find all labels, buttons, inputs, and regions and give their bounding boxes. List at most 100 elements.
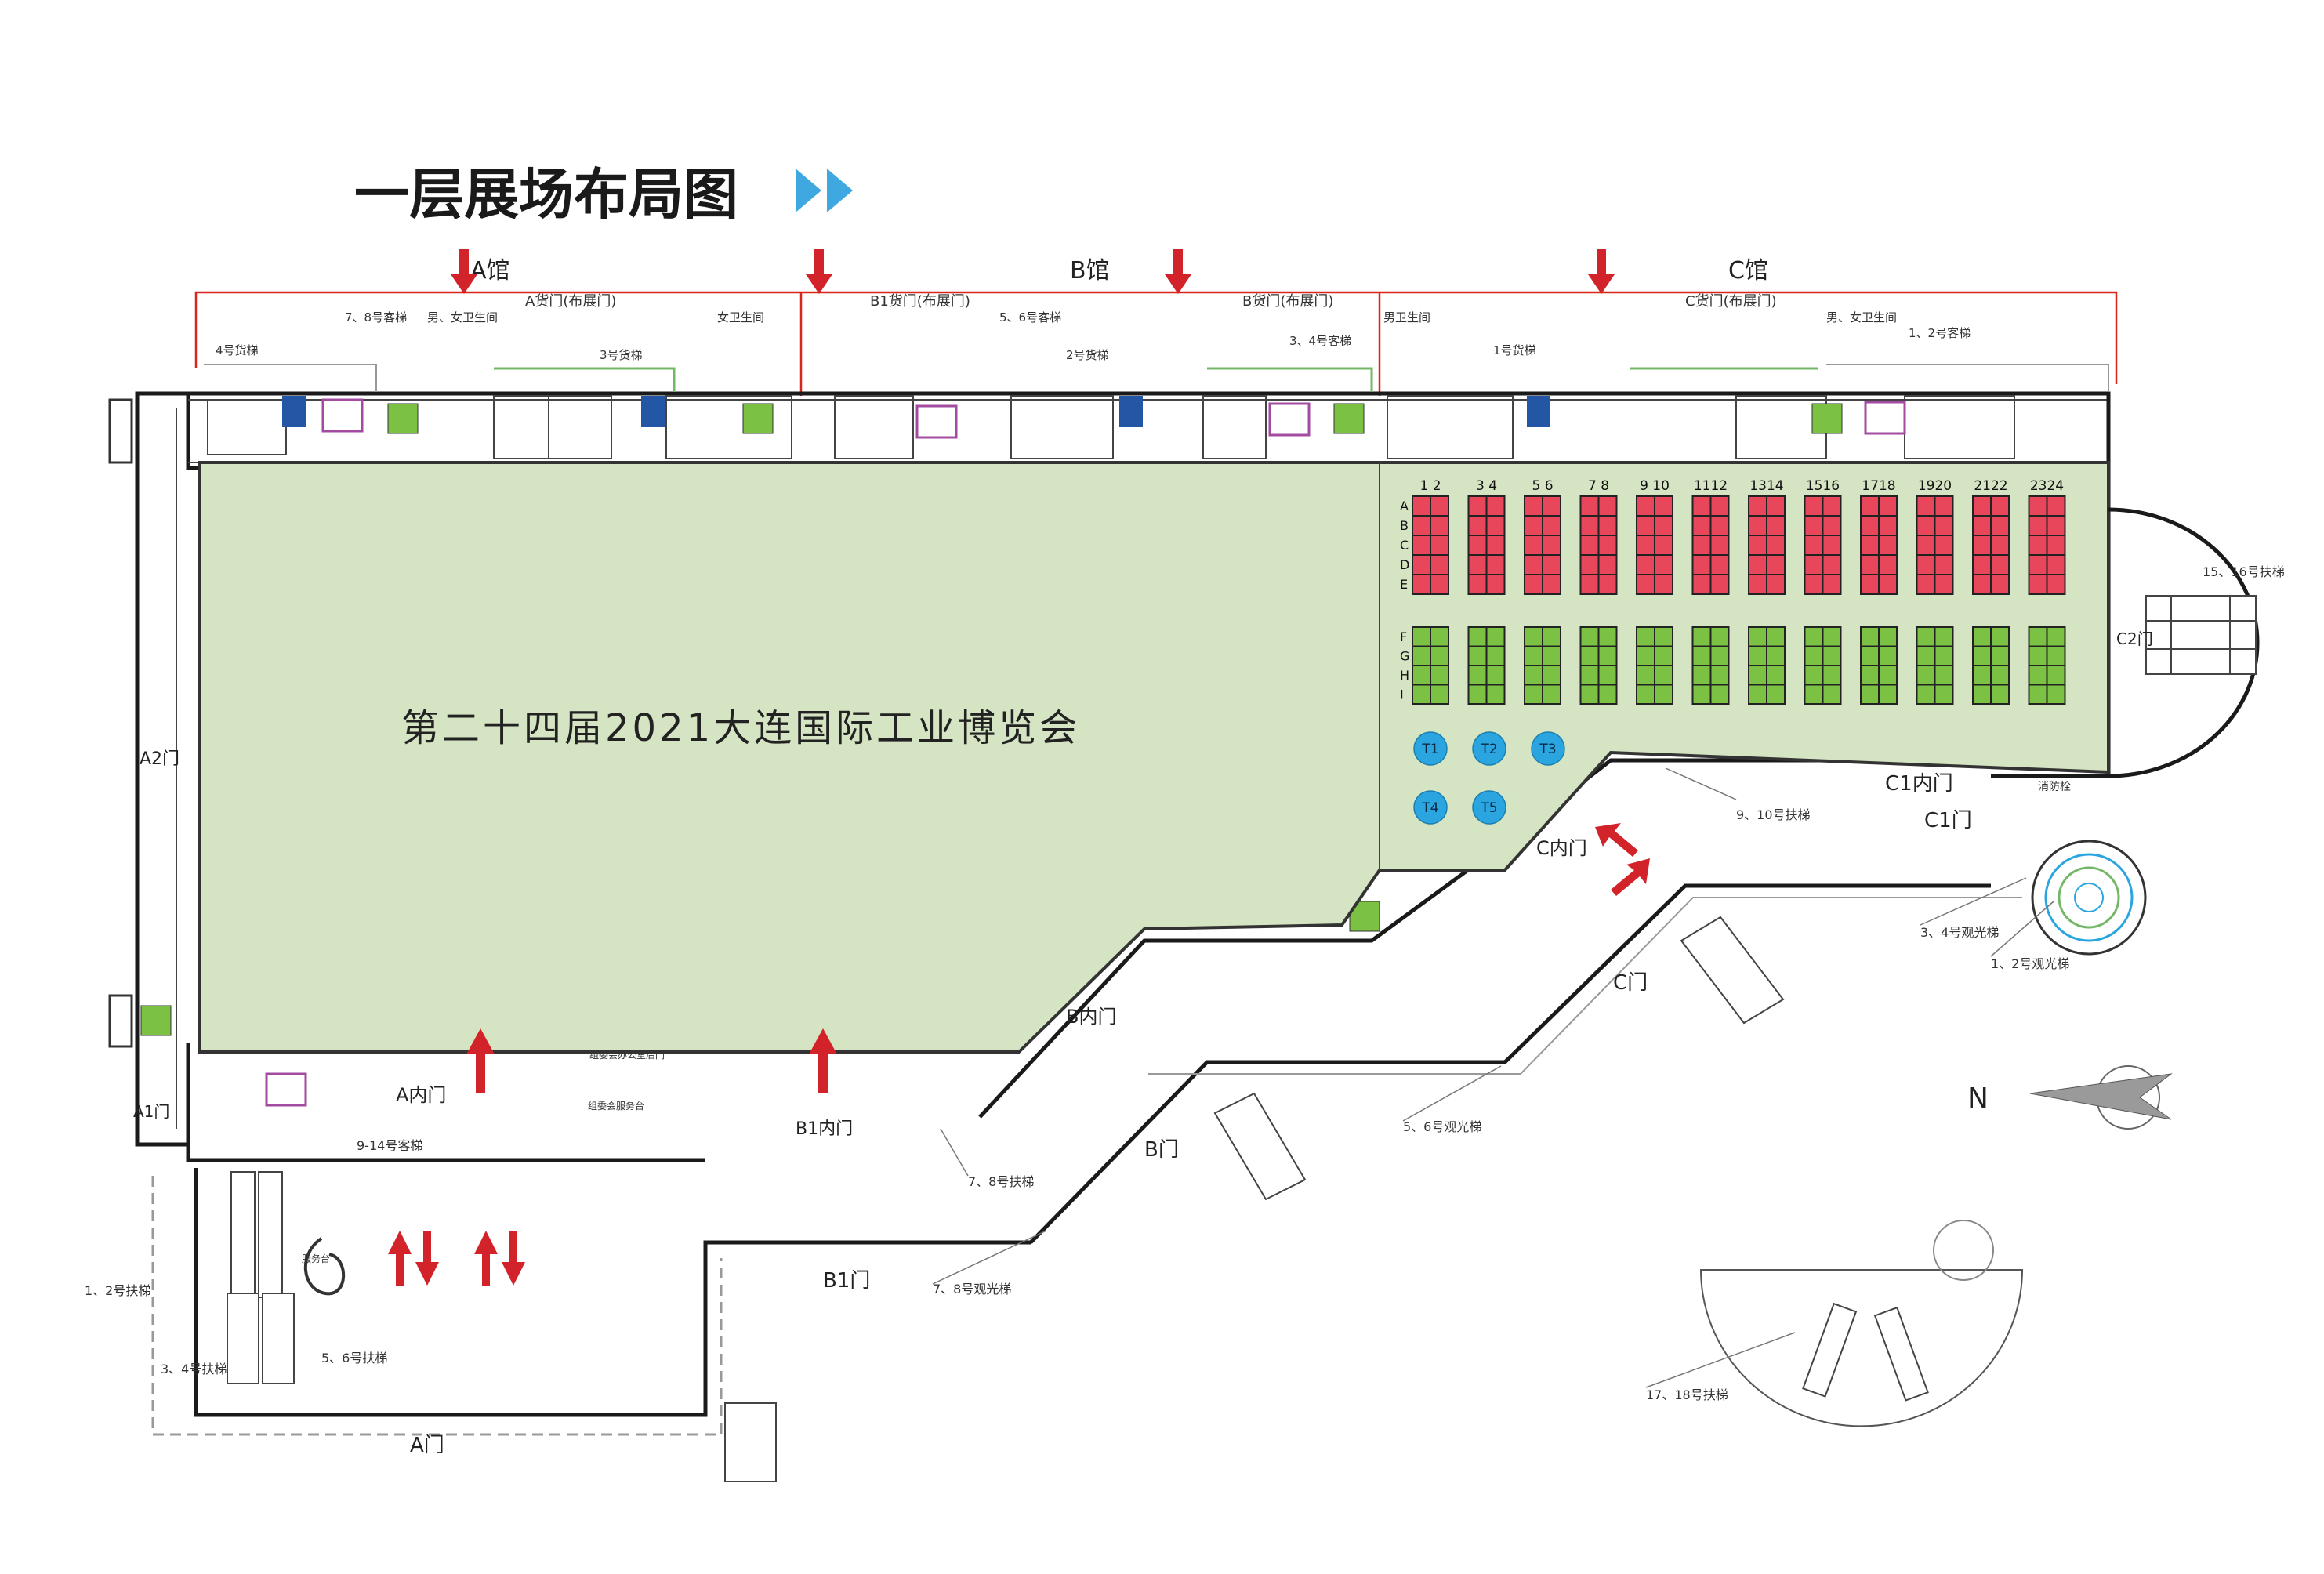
booth-column-label: 2122: [1974, 478, 2007, 494]
label-obs-56: 5、6号观光梯: [1403, 1119, 1481, 1134]
escalator-hub: [1699, 1220, 2024, 1427]
booth-row-label: D: [1400, 557, 1409, 572]
label-lift-34: 3、4号客梯: [1289, 334, 1351, 348]
round-booth-label: T3: [1539, 742, 1556, 757]
label-wc3: 男卫生间: [1383, 310, 1430, 325]
label-door-b1-inner: B1内门: [796, 1119, 853, 1139]
restroom-icon: [140, 403, 1843, 1036]
compass-label: N: [1967, 1083, 1989, 1115]
label-door-c1: C1门: [1924, 809, 1972, 832]
round-booth[interactable]: [1531, 731, 1565, 766]
label-lift-1: 1号货梯: [1493, 343, 1536, 357]
label-door-a: A门: [410, 1434, 444, 1457]
label-lift-3: 3号货梯: [600, 348, 643, 362]
round-booth-label: T5: [1480, 800, 1497, 816]
label-obs-78: 7、8号观光梯: [933, 1282, 1011, 1297]
round-booth[interactable]: [1472, 790, 1506, 825]
booth-row-label: E: [1400, 577, 1408, 592]
map-labels: A货门(布展门) B1货门(布展门) B货门(布展门) C货门(布展门) 男、女…: [85, 293, 2285, 1457]
round-booth[interactable]: [1472, 731, 1506, 766]
observation-lift-icon: [2031, 840, 2147, 956]
label-door-a-inner: A内门: [396, 1084, 446, 1106]
booth-column-label: 1 2: [1419, 478, 1441, 494]
hall-label-a: A馆: [470, 257, 510, 285]
booth-row-label: I: [1400, 687, 1404, 702]
booth-column-label: 1718: [1862, 478, 1895, 494]
round-booth[interactable]: [1413, 731, 1448, 766]
label-c-cargo: C货门(布展门): [1685, 293, 1777, 310]
hall-boundary-line: [194, 291, 2118, 384]
booth-row-label: B: [1400, 518, 1409, 533]
entry-arrow-icon: [451, 249, 1615, 294]
booth-column-label: 2324: [2030, 478, 2064, 494]
label-esc-34: 3、4号扶梯: [161, 1362, 227, 1376]
label-esc-910: 9、10号扶梯: [1736, 807, 1811, 822]
booth-column-label: 5 6: [1532, 478, 1553, 494]
label-esc-1718: 17、18号扶梯: [1646, 1387, 1728, 1402]
round-booth-label: T2: [1480, 742, 1497, 757]
booth-column-label: 1920: [1918, 478, 1952, 494]
booth-column-label: 1516: [1806, 478, 1840, 494]
label-obs-34: 3、4号观光梯: [1920, 925, 1999, 940]
label-wc1: 男、女卫生间: [427, 310, 498, 325]
label-b-cargo: B货门(布展门): [1242, 293, 1333, 310]
booth-row-label: C: [1400, 538, 1409, 553]
round-booth[interactable]: [1413, 790, 1448, 825]
label-b1-cargo: B1货门(布展门): [870, 293, 970, 310]
escalator-icon: [227, 916, 1785, 1482]
label-service2: 服务台: [302, 1253, 330, 1264]
label-lift-78: 7、8号客梯: [345, 310, 407, 325]
label-hydrant: 消防栓: [2038, 781, 2071, 793]
compass-icon: [2029, 1065, 2173, 1130]
label-lift-56: 5、6号客梯: [999, 310, 1061, 325]
c2-semicircle: [2108, 507, 2260, 778]
service-desk-icon: [303, 1237, 346, 1296]
label-esc-56: 5、6号扶梯: [321, 1351, 387, 1365]
label-door-a2: A2门: [140, 749, 179, 769]
title-chevron-icon: [796, 169, 821, 212]
booth-column-label: 3 4: [1476, 478, 1497, 494]
booth-row-label: F: [1400, 629, 1407, 644]
booth-row-label: G: [1400, 649, 1409, 664]
label-lift-12: 1、2号客梯: [1909, 326, 1971, 340]
exhibition-name: 第二十四届2021大连国际工业博览会: [401, 706, 1080, 750]
label-office: 组委会办公室后门: [589, 1049, 665, 1061]
label-a-cargo: A货门(布展门): [525, 293, 616, 310]
label-door-c2: C2门: [2116, 629, 2153, 648]
entry-arrow-icon: [388, 823, 1650, 1286]
booth-column-label: 7 8: [1588, 478, 1609, 494]
hall-label-c: C馆: [1728, 257, 1768, 285]
label-obs-12: 1、2号观光梯: [1991, 956, 2069, 971]
label-service: 组委会服务台: [588, 1100, 644, 1112]
label-esc-12: 1、2号扶梯: [85, 1283, 150, 1298]
label-door-b-inner: B内门: [1066, 1006, 1116, 1028]
label-lift-4: 4号货梯: [216, 343, 259, 357]
booth-row-label: H: [1400, 668, 1409, 683]
booth-column-label: 9 10: [1640, 478, 1670, 494]
round-booth-label: T1: [1421, 742, 1438, 757]
title-chevron-icon: [827, 169, 853, 212]
label-wc2: 女卫生间: [717, 310, 764, 325]
label-door-a1: A1门: [133, 1102, 169, 1121]
hall-label-b: B馆: [1070, 257, 1110, 285]
label-wc4: 男、女卫生间: [1826, 310, 1897, 325]
booth-row-label: A: [1400, 499, 1409, 513]
label-door-c: C门: [1613, 971, 1648, 995]
label-door-c-inner: C内门: [1536, 837, 1587, 859]
label-door-b1: B1门: [823, 1269, 870, 1293]
passenger-elevator-icon: [265, 398, 1906, 1107]
elevator-icon: [282, 396, 1550, 427]
label-esc-1516: 15、16号扶梯: [2203, 564, 2285, 579]
label-door-c1-inner: C1内门: [1885, 772, 1953, 796]
label-lift-914: 9-14号客梯: [357, 1138, 422, 1153]
label-esc-78: 7、8号扶梯: [968, 1174, 1034, 1189]
leader-lines: [932, 767, 2054, 1388]
escalator-icon: [2145, 595, 2257, 675]
booth-column-label: 1314: [1749, 478, 1783, 494]
round-booth-label: T4: [1421, 800, 1438, 816]
label-door-b: B门: [1144, 1138, 1179, 1162]
label-lift-2: 2号货梯: [1066, 348, 1109, 362]
map-title: 一层展场布局图: [354, 162, 738, 227]
